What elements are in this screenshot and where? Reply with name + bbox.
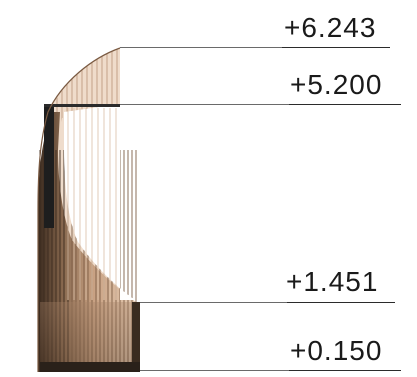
interior-cladding — [67, 108, 117, 300]
ground-shadow — [40, 362, 140, 372]
elevation-label-base-upper: +1.451 — [286, 266, 379, 297]
level-line-top — [120, 47, 342, 48]
level-underline-ground — [289, 370, 401, 371]
level-line-eave — [120, 104, 342, 105]
level-line-ground — [140, 370, 340, 371]
dark-post — [44, 104, 54, 228]
elevation-label-ground: +0.150 — [290, 335, 383, 366]
post-cap — [44, 104, 120, 107]
level-underline-top — [282, 47, 390, 48]
elevation-label-top: +6.243 — [284, 12, 377, 43]
level-line-base-upper — [140, 302, 340, 303]
elevation-label-eave: +5.200 — [290, 69, 383, 100]
level-underline-base-upper — [287, 302, 395, 303]
level-underline-eave — [289, 104, 401, 105]
base-edge — [132, 302, 140, 372]
interior-void — [64, 104, 135, 300]
base-block — [40, 302, 140, 372]
outer-profile — [37, 47, 121, 372]
